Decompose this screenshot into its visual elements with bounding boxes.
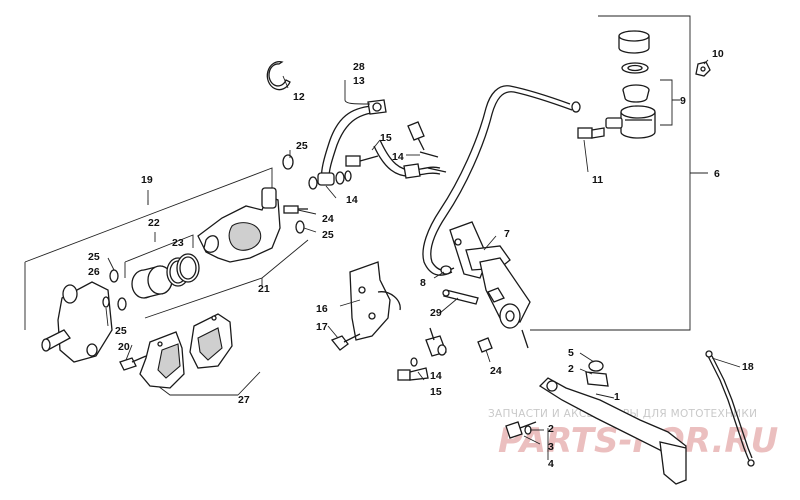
- callout-23: 23: [172, 237, 184, 249]
- callout-4: 4: [548, 458, 554, 470]
- callout-18: 18: [742, 361, 754, 373]
- callout-15-upper: 15: [380, 132, 392, 144]
- reservoir-gasket: [621, 62, 649, 74]
- pivot-bushing-5: [585, 360, 609, 387]
- callout-24-lower: 24: [490, 365, 502, 377]
- callout-3: 3: [548, 441, 554, 453]
- callout-13: 13: [353, 75, 365, 87]
- callout-27: 27: [238, 394, 250, 406]
- seal-23: [166, 253, 200, 287]
- leader-lines: [105, 59, 741, 460]
- callout-21: 21: [258, 283, 270, 295]
- callout-25-mid: 25: [322, 229, 334, 241]
- nut-10: [695, 61, 711, 77]
- callout-20: 20: [118, 341, 130, 353]
- brake-hose-middle: [373, 139, 441, 179]
- callout-25-left: 25: [88, 251, 100, 263]
- callout-10: 10: [712, 48, 724, 60]
- banjo-fitting-lower: [397, 327, 447, 381]
- callout-28: 28: [353, 61, 365, 73]
- callout-2-lower: 2: [548, 423, 554, 435]
- callout-29: 29: [430, 307, 442, 319]
- callout-25-upper: 25: [296, 140, 308, 152]
- washer-25-left: [102, 269, 127, 311]
- return-spring-18: [705, 350, 755, 467]
- callout-1: 1: [614, 391, 620, 403]
- callout-9: 9: [680, 95, 686, 107]
- callout-22: 22: [148, 217, 160, 229]
- clevis-pin-29: [442, 289, 479, 305]
- callout-labels: 12 28 13 15 14 25 14 24 25 19 22 23 25 2…: [88, 48, 754, 470]
- callout-25-lower: 25: [115, 325, 127, 337]
- callout-16: 16: [316, 303, 328, 315]
- callout-17: 17: [316, 321, 328, 333]
- callout-5: 5: [568, 347, 574, 359]
- brake-hose-upper: [320, 99, 387, 183]
- caliper-body-21: [197, 187, 281, 263]
- reservoir-diaphragm: [622, 84, 650, 103]
- callout-7: 7: [504, 228, 510, 240]
- callout-14-upper: 14: [392, 151, 404, 163]
- callout-15-lower: 15: [430, 386, 442, 398]
- bracket-22: [124, 232, 194, 278]
- brake-pedal-1: [538, 377, 687, 485]
- brake-hose-long: [422, 85, 581, 276]
- bolt-17: [330, 333, 361, 351]
- pin-14-upper: [419, 151, 447, 173]
- callout-11: 11: [592, 174, 603, 186]
- banjo-fitting-caliper: [282, 154, 352, 190]
- caliper-bracket-26: [41, 281, 113, 363]
- brake-pad-27-a: [139, 331, 185, 389]
- callout-26: 26: [88, 266, 100, 278]
- banjo-bolt-15-upper: [345, 155, 379, 167]
- washer-25-right: [295, 220, 305, 234]
- screw-24-upper: [283, 205, 308, 214]
- bracket-9: [660, 79, 680, 126]
- callout-24-upper: 24: [322, 213, 334, 225]
- callout-19: 19: [141, 174, 153, 186]
- screw-11: [577, 127, 605, 139]
- bracket-6: [530, 15, 708, 331]
- circlip-12: [266, 60, 291, 91]
- callout-6: 6: [714, 168, 720, 180]
- callout-14-lower: 14: [430, 370, 442, 382]
- reservoir-cap: [618, 30, 650, 54]
- callout-12: 12: [293, 91, 305, 103]
- bracket-21: [144, 239, 309, 319]
- fitting-24-lower: [477, 337, 493, 353]
- piston-22: [131, 265, 173, 299]
- callout-2-upper: 2: [568, 363, 574, 375]
- pedal-bolt-3: [505, 421, 537, 439]
- bleeder-screw: [407, 121, 425, 151]
- callout-14-mid: 14: [346, 194, 358, 206]
- mount-bracket-16: [349, 261, 401, 341]
- pin-20: [119, 355, 147, 371]
- brake-pad-27-b: [189, 313, 233, 369]
- master-cylinder-reservoir: [605, 105, 656, 139]
- master-cylinder-body: [449, 221, 531, 349]
- callout-8: 8: [420, 277, 426, 289]
